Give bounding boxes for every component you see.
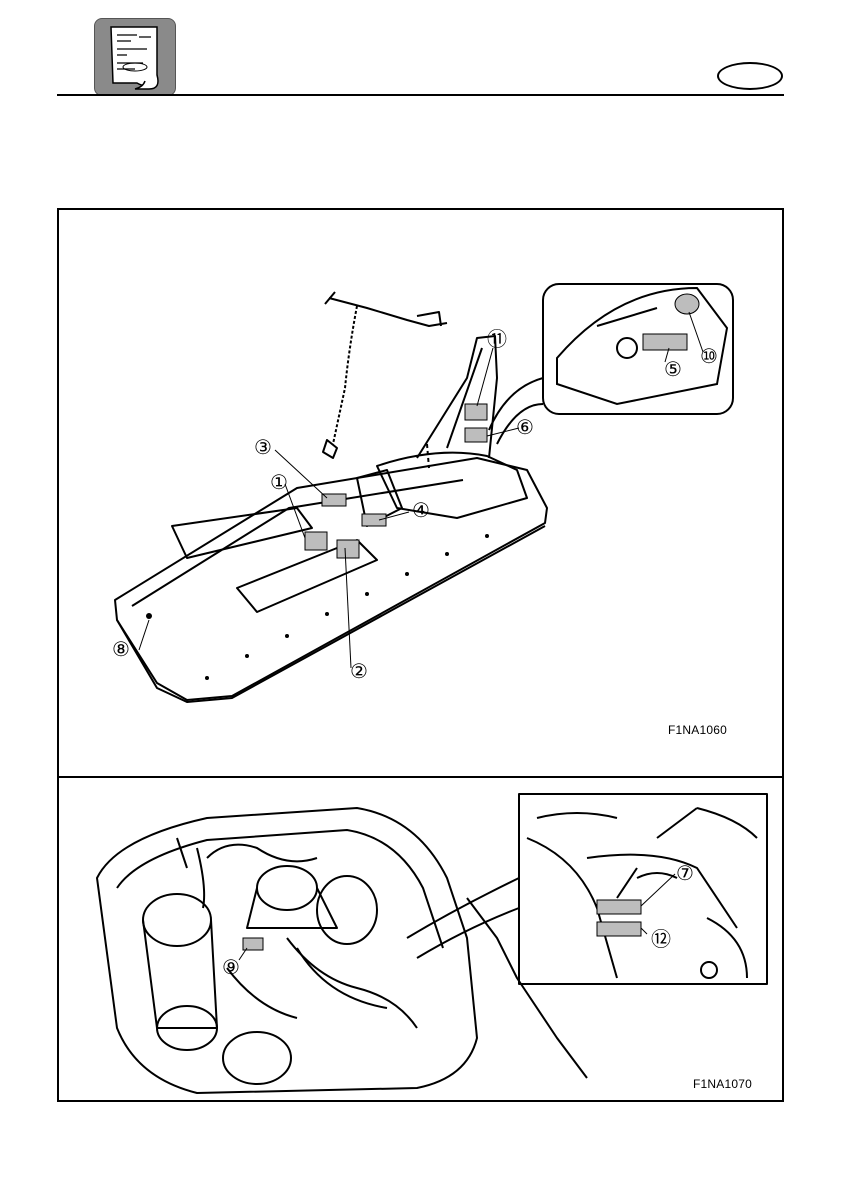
language-tab-oval bbox=[717, 62, 783, 90]
header-rule bbox=[57, 94, 784, 96]
figure-code-top: F1NA1060 bbox=[668, 723, 727, 737]
callout-6: ⑥ bbox=[516, 417, 534, 439]
callout-12: ⑫ bbox=[651, 928, 671, 951]
callout-4: ④ bbox=[412, 500, 430, 522]
figure-code-bottom: F1NA1070 bbox=[693, 1077, 752, 1091]
callout-7: ⑦ bbox=[676, 863, 694, 885]
callout-1: ① bbox=[270, 472, 288, 494]
callout-3: ③ bbox=[254, 437, 272, 459]
scroll-icon-graphic bbox=[95, 19, 175, 95]
engine-compartment-illustration: ⑦ ⑨ ⑫ bbox=[57, 778, 784, 1100]
callout-11: ⑪ bbox=[487, 328, 507, 351]
callout-9: ⑨ bbox=[222, 957, 240, 979]
callout-10: ⑩ bbox=[700, 346, 718, 368]
manual-scroll-icon bbox=[94, 18, 176, 96]
callout-5: ⑤ bbox=[664, 359, 682, 381]
watercraft-illustration: ① ② ③ ④ ⑤ ⑥ ⑧ ⑩ ⑪ bbox=[57, 208, 784, 776]
callout-2: ② bbox=[350, 661, 368, 683]
callout-8: ⑧ bbox=[112, 639, 130, 661]
